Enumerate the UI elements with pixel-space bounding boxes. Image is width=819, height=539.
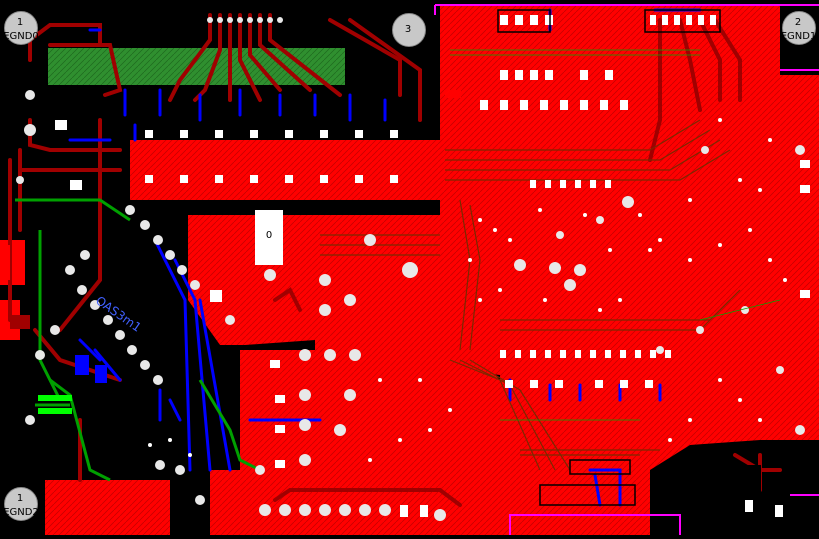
hole-net-label: EGND0 [3, 31, 39, 42]
mounting-hole-2 [782, 11, 816, 45]
hole-number: 1 [16, 493, 24, 504]
header-pins [497, 9, 721, 506]
vias [148, 118, 787, 462]
component-label: 0 [265, 230, 273, 241]
left-components [0, 90, 761, 495]
smd-pads [55, 15, 810, 517]
mounting-hole-4 [4, 487, 38, 521]
board-outline [434, 4, 819, 535]
hole-number: 1 [16, 17, 24, 28]
hole-number: 2 [794, 17, 802, 28]
mounting-hole-1 [4, 11, 38, 45]
hole-number: 3 [404, 24, 412, 35]
silkscreen-lines [450, 49, 781, 421]
top-traces [8, 13, 782, 507]
hole-net-label: EGND1 [780, 31, 817, 42]
hole-net-label: EGND2 [3, 507, 39, 518]
through-hole-pads [16, 17, 805, 521]
mounting-hole-3 [392, 13, 426, 47]
